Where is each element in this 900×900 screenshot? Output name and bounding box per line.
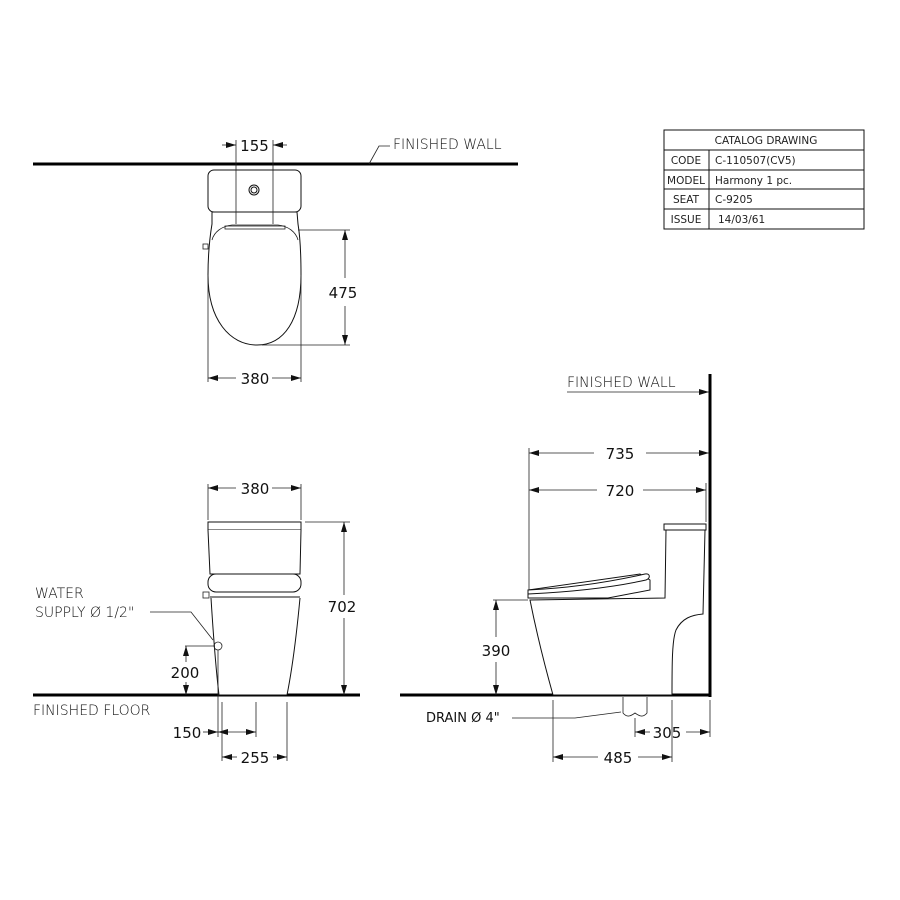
dim-155: 155 <box>240 137 269 155</box>
model-value: Harmony 1 pc. <box>715 175 792 187</box>
title-block: CATALOG DRAWING CODE C-110507(CV5) MODEL… <box>663 129 865 230</box>
finished-wall-label-side: FINISHED WALL <box>567 375 676 391</box>
dim-200: 200 <box>171 664 200 682</box>
seat-lid-side <box>527 573 650 595</box>
dim-255: 255 <box>241 749 270 767</box>
dim-380-front: 380 <box>241 480 270 498</box>
code-key: CODE <box>671 155 701 167</box>
dim-305: 305 <box>653 724 682 742</box>
hinge-top <box>224 225 286 230</box>
front-view: FINISHED FLOOR 380 702 WATER SUPPLY Ø 1/… <box>33 480 360 767</box>
dim-485: 485 <box>604 749 633 767</box>
dim-390: 390 <box>482 642 511 660</box>
tank-lid-front <box>207 521 302 531</box>
water-supply-leader <box>150 611 214 641</box>
tank-front <box>207 529 302 575</box>
dim-702: 702 <box>328 598 357 616</box>
side-view: FINISHED WALL 735 720 390 DRAIN Ø 4" <box>400 374 712 767</box>
bowl-top <box>207 211 302 346</box>
body-front <box>210 597 301 696</box>
dim-475: 475 <box>329 284 358 302</box>
supply-valve-top <box>202 243 209 250</box>
top-view: FINISHED WALL 155 475 380 <box>33 137 518 388</box>
model-key: MODEL <box>667 175 705 187</box>
code-value: C-110507(CV5) <box>715 155 796 167</box>
dim-720: 720 <box>606 482 635 500</box>
seat-key: SEAT <box>673 194 700 206</box>
finished-wall-leader-top <box>368 145 390 165</box>
tank-top <box>207 169 302 213</box>
drain-label: DRAIN Ø 4" <box>426 711 500 726</box>
finished-floor-label: FINISHED FLOOR <box>33 703 150 719</box>
tank-lid-side <box>663 523 707 531</box>
flush-button <box>248 184 260 196</box>
issue-value: 14/03/61 <box>718 214 765 226</box>
body-side <box>529 529 706 696</box>
water-supply-label-1: WATER <box>35 586 84 602</box>
dim-150: 150 <box>173 724 202 742</box>
supply-valve-front <box>202 591 210 599</box>
finished-wall-label-top: FINISHED WALL <box>393 137 502 153</box>
seat-front <box>207 573 302 593</box>
dim-380-top: 380 <box>241 370 270 388</box>
dim-735: 735 <box>606 445 635 463</box>
drain-leader <box>512 711 622 719</box>
title-block-frame <box>663 129 865 230</box>
title-block-header: CATALOG DRAWING <box>715 135 818 147</box>
drain-pipe <box>622 697 648 717</box>
seat-value: C-9205 <box>715 194 753 206</box>
water-supply-label-2: SUPPLY Ø 1/2" <box>35 605 134 621</box>
issue-key: ISSUE <box>671 214 702 226</box>
